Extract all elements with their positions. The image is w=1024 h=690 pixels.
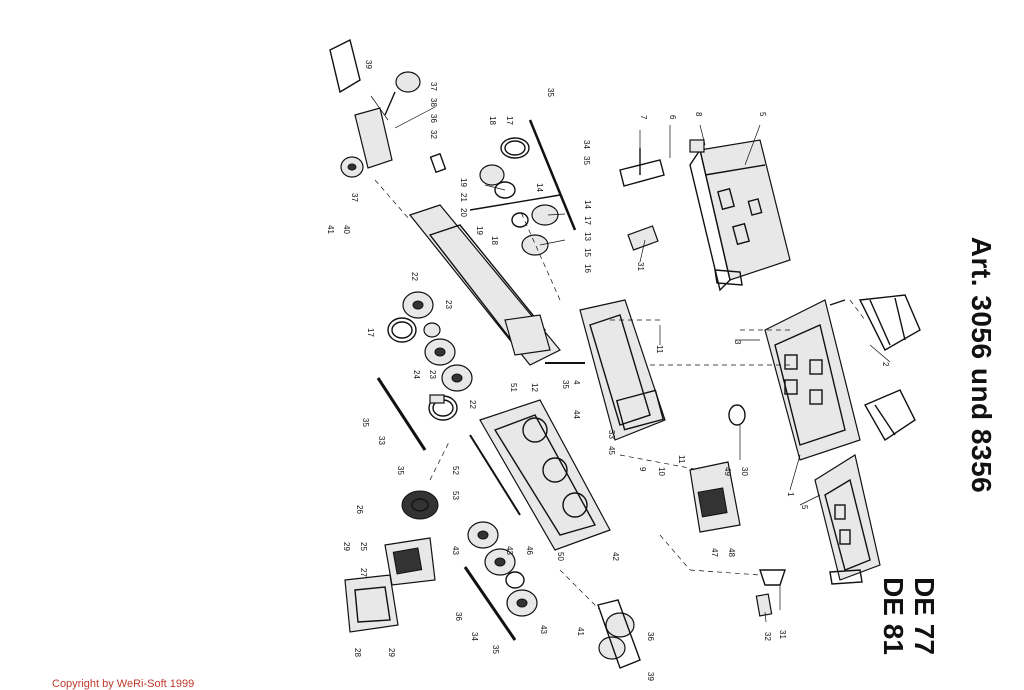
label-37b: 37: [350, 193, 359, 202]
label-31: 31: [636, 262, 645, 271]
label-3: 3: [733, 340, 742, 345]
label-43: 43: [451, 546, 460, 555]
label-46: 46: [525, 546, 534, 555]
label-28: 28: [353, 648, 362, 657]
leader-lines: [370, 95, 891, 623]
label-45: 45: [607, 446, 616, 455]
label-16: 16: [583, 264, 592, 273]
label-17b: 17: [583, 216, 592, 225]
label-47: 47: [710, 548, 719, 557]
label-2: 2: [881, 362, 890, 367]
label-49: 49: [723, 467, 732, 476]
label-43c: 43: [539, 625, 548, 634]
small-parts: [429, 139, 786, 617]
loco-cab: [764, 299, 861, 461]
label-4: 4: [572, 380, 581, 385]
label-29: 29: [342, 542, 351, 551]
wheel-stack: [387, 291, 473, 421]
label-10: 10: [657, 467, 666, 476]
label-20: 20: [459, 208, 468, 217]
label-48: 48: [727, 548, 736, 557]
label-14b: 14: [583, 200, 592, 209]
label-18: 18: [488, 116, 497, 125]
label-11: 11: [655, 345, 664, 354]
label-23b: 23: [428, 370, 437, 379]
upper-gear-block: [469, 137, 561, 256]
label-25: 25: [359, 542, 368, 551]
top-bogie: [329, 38, 447, 178]
label-41: 41: [326, 225, 335, 234]
label-24: 24: [412, 370, 421, 379]
label-14: 14: [535, 183, 544, 192]
loco-body-top: [689, 139, 791, 292]
label-36: 36: [429, 114, 438, 123]
label-9: 9: [638, 467, 647, 472]
label-6: 6: [668, 115, 677, 120]
lower-housing: [344, 537, 436, 633]
label-18b: 18: [490, 236, 499, 245]
label-35c: 35: [561, 380, 570, 389]
label-17: 17: [505, 116, 514, 125]
lower-bogie: [479, 399, 611, 551]
label-13: 13: [583, 232, 592, 241]
label-35f: 35: [491, 645, 500, 654]
label-53: 53: [451, 491, 460, 500]
label-35b: 35: [582, 156, 591, 165]
label-15: 15: [583, 248, 592, 257]
label-23: 23: [444, 300, 453, 309]
motor: [401, 490, 439, 520]
label-40: 40: [342, 225, 351, 234]
label-43b: 43: [505, 546, 514, 555]
label-22: 22: [410, 272, 419, 281]
label-35d: 35: [361, 418, 370, 427]
label-7: 7: [639, 115, 648, 120]
label-12: 12: [530, 383, 539, 392]
rods: [376, 119, 585, 641]
label-37: 37: [429, 82, 438, 91]
label-31b: 31: [778, 630, 787, 639]
label-51: 51: [509, 383, 518, 392]
lower-wheel-stack: [467, 521, 538, 617]
label-52: 52: [451, 466, 460, 475]
railing-parts: [858, 294, 921, 441]
label-17c: 17: [366, 328, 375, 337]
bottom-bogie: [597, 599, 641, 669]
label-5: 5: [758, 112, 767, 117]
assembly-lines: [374, 179, 866, 611]
label-11b: 11: [677, 455, 686, 464]
main-frame: [408, 204, 666, 441]
part-labels: 39 37 38 36 32 37 35 18 17 34 35 7 6 8 5…: [326, 60, 890, 681]
label-27: 27: [359, 568, 368, 577]
label-42: 42: [611, 552, 620, 561]
label-33b: 33: [377, 436, 386, 445]
label-32b: 32: [763, 632, 772, 641]
label-38: 38: [429, 98, 438, 107]
label-21: 21: [459, 193, 468, 202]
label-1: 1: [786, 492, 795, 497]
label-34: 34: [582, 140, 591, 149]
label-36b: 36: [454, 612, 463, 621]
label-35: 35: [546, 88, 555, 97]
label-30: 30: [740, 467, 749, 476]
label-41b: 41: [576, 627, 585, 636]
label-5b: 5: [800, 505, 809, 510]
label-29b: 29: [387, 648, 396, 657]
label-19: 19: [459, 178, 468, 187]
label-39: 39: [364, 60, 373, 69]
label-22b: 22: [468, 400, 477, 409]
label-8: 8: [694, 112, 703, 117]
label-35e: 35: [396, 466, 405, 475]
label-50: 50: [556, 552, 565, 561]
label-19b: 19: [475, 226, 484, 235]
loco-body-bottom: [814, 454, 881, 585]
label-26: 26: [355, 505, 364, 514]
label-39b: 39: [646, 672, 655, 681]
label-32: 32: [429, 130, 438, 139]
label-44: 44: [572, 410, 581, 419]
label-33: 33: [607, 430, 616, 439]
label-34b: 34: [470, 632, 479, 641]
label-36c: 36: [646, 632, 655, 641]
